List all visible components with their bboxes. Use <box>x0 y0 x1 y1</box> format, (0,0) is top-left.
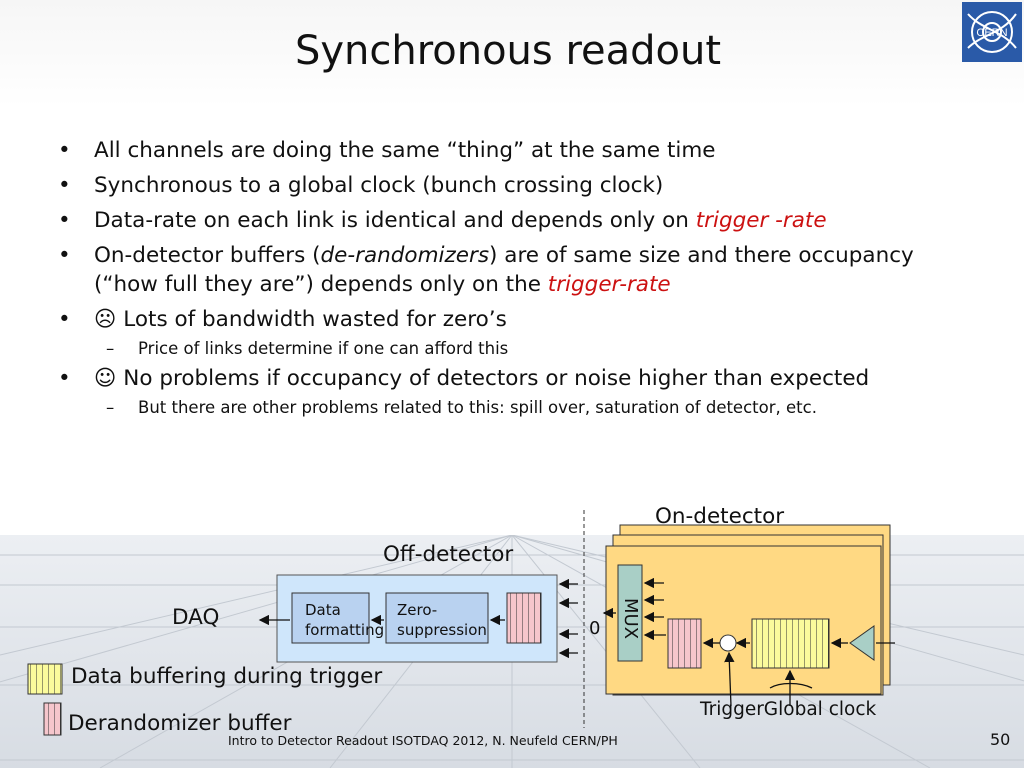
legend-trigger-buffer-swatch <box>27 663 63 695</box>
mux-label: MUX <box>620 598 641 640</box>
zero-suppression-label: Zero-suppression <box>397 601 487 639</box>
bullet-2: •Synchronous to a global clock (bunch cr… <box>58 173 664 198</box>
legend-derandomizer-swatch <box>43 702 62 736</box>
cern-logo: CERN <box>962 2 1022 62</box>
slide-title: Synchronous readout <box>294 28 722 74</box>
cern-logo-icon: CERN <box>967 11 1017 53</box>
bullet-4: •On-detector buffers (de-randomizers) ar… <box>58 243 914 297</box>
smile-icon: ☺ <box>94 366 117 391</box>
footer: Intro to Detector Readout ISOTDAQ 2012, … <box>228 733 618 748</box>
on-detector-label: On-detector <box>655 504 785 529</box>
trigger-buffer <box>751 618 830 669</box>
off-detector-derandomizer <box>506 592 542 644</box>
zero-symbol: 0 <box>589 618 601 639</box>
amplifier-icon <box>849 625 875 661</box>
bullet-3: •Data-rate on each link is identical and… <box>58 208 827 233</box>
off-detector-label: Off-detector <box>383 542 514 567</box>
trigger-node <box>719 634 737 652</box>
daq-label: DAQ <box>172 605 220 630</box>
trigger-rate-emphasis: trigger -rate <box>695 208 827 233</box>
legend-trigger-buffer-label: Data buffering during trigger <box>71 664 383 689</box>
mux-block <box>617 564 643 662</box>
page-number: 50 <box>990 730 1011 749</box>
bullet-1: •All channels are doing the same “thing”… <box>58 138 716 163</box>
sub-bullet-6: –But there are other problems related to… <box>106 398 817 417</box>
data-formatting-block <box>291 592 370 644</box>
de-randomizers-emphasis: de-randomizers <box>320 243 490 268</box>
data-formatting-label: Data formatting <box>305 601 385 639</box>
trigger-rate-emphasis-2: trigger-rate <box>547 272 671 297</box>
bullet-list: •All channels are doing the same “thing”… <box>58 136 958 419</box>
zero-suppression-block <box>385 592 489 644</box>
on-detector-board-1 <box>605 545 882 695</box>
on-detector-derandomizer <box>667 618 702 669</box>
legend-derandomizer-label: Derandomizer buffer <box>68 711 292 736</box>
trigger-global-clock-label: TriggerGlobal clock <box>700 699 877 720</box>
bullet-5: •☹ Lots of bandwidth wasted for zero’s <box>58 307 507 332</box>
sub-bullet-5: –Price of links determine if one can aff… <box>106 339 509 358</box>
frown-icon: ☹ <box>94 307 117 332</box>
cern-logo-text: CERN <box>976 27 1007 39</box>
bullet-6: •☺ No problems if occupancy of detectors… <box>58 366 870 391</box>
